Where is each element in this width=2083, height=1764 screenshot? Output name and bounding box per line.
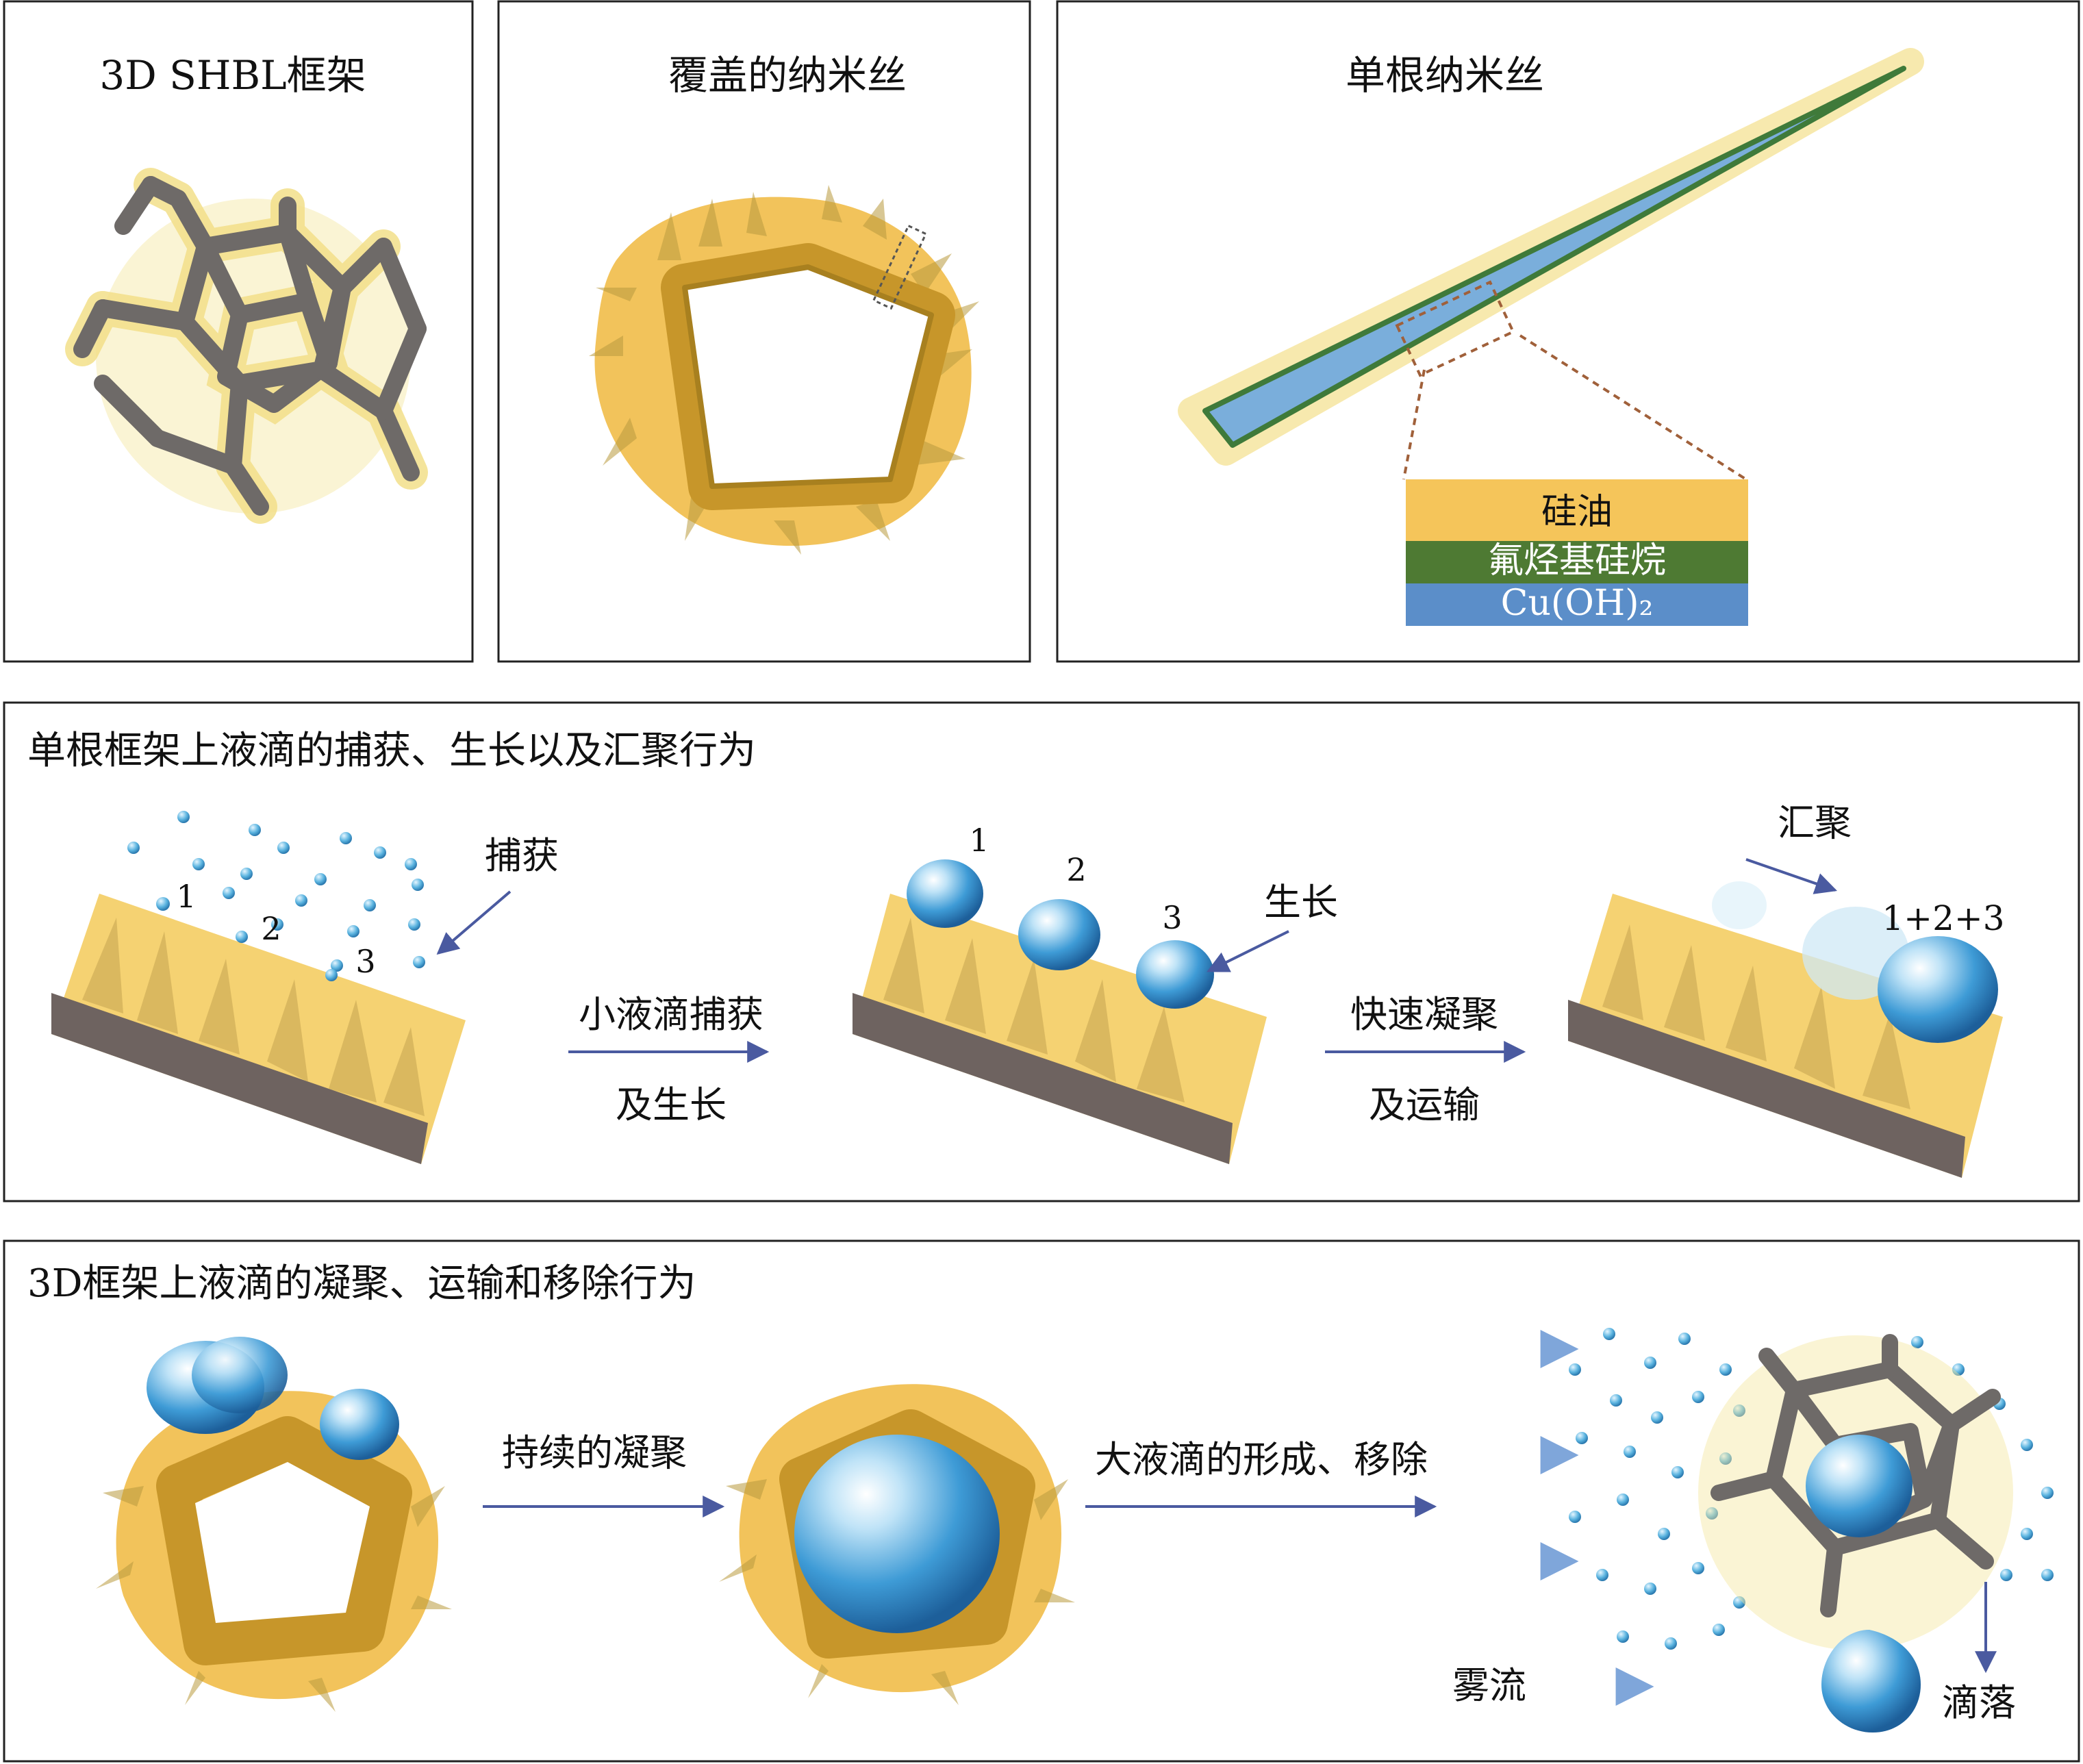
ring-large-drop bbox=[719, 1384, 1075, 1705]
shbl-framework-illustration bbox=[82, 185, 418, 514]
fog-label: 雾流 bbox=[1452, 1664, 1526, 1707]
merge-label: 汇聚 bbox=[1778, 801, 1852, 844]
panel-a-title: 3D SHBL框架 bbox=[99, 52, 366, 99]
layer-label-2: 氟烃基硅烷 bbox=[1488, 540, 1666, 581]
arrow-2-bottom-label: 及运输 bbox=[1369, 1083, 1480, 1126]
growth-label: 生长 bbox=[1264, 881, 1338, 924]
single-nanowire bbox=[1191, 62, 1910, 479]
capture-arrow bbox=[438, 892, 510, 953]
growth-arrow bbox=[1209, 931, 1289, 971]
bottom-title: 3D框架上液滴的凝聚、运输和移除行为 bbox=[27, 1261, 696, 1306]
bottom-arrow-2-label: 大液滴的形成、移除 bbox=[1095, 1438, 1428, 1481]
panel-b-title: 覆盖的纳米丝 bbox=[668, 52, 907, 99]
layer-label-1: 硅油 bbox=[1541, 492, 1613, 533]
fog-removal-framework bbox=[1698, 1335, 2013, 1732]
drop-number-1a: 1 bbox=[176, 878, 196, 915]
drop-number-1b: 1 bbox=[969, 822, 989, 859]
merge-arrow bbox=[1746, 859, 1835, 890]
arrow-2-top-label: 快速凝聚 bbox=[1350, 993, 1498, 1036]
drop-number-2b: 2 bbox=[1066, 851, 1086, 888]
ring-condensing bbox=[96, 1391, 452, 1712]
drop-number-3b: 3 bbox=[1162, 899, 1182, 936]
middle-title: 单根框架上液滴的捕获、生长以及汇聚行为 bbox=[27, 729, 756, 773]
bottom-arrow-1-label: 持续的凝聚 bbox=[502, 1431, 687, 1474]
arrow-1-top-label: 小液滴捕获 bbox=[579, 993, 763, 1036]
panel-c-title: 单根纳米丝 bbox=[1346, 52, 1544, 99]
merge-sum-label: 1+2+3 bbox=[1882, 898, 2004, 938]
layer-label-3: Cu(OH)₂ bbox=[1501, 583, 1654, 624]
drop-number-3a: 3 bbox=[355, 943, 375, 980]
slab-capture bbox=[51, 894, 466, 1164]
layer-stack: 硅油 氟烃基硅烷 Cu(OH)₂ bbox=[1406, 479, 1748, 626]
drip-label: 滴落 bbox=[1942, 1681, 2016, 1724]
covered-nanowire-ring bbox=[589, 185, 979, 555]
drop-number-2a: 2 bbox=[261, 910, 281, 947]
capture-label: 捕获 bbox=[485, 834, 559, 877]
arrow-1-bottom-label: 及生长 bbox=[616, 1083, 727, 1126]
